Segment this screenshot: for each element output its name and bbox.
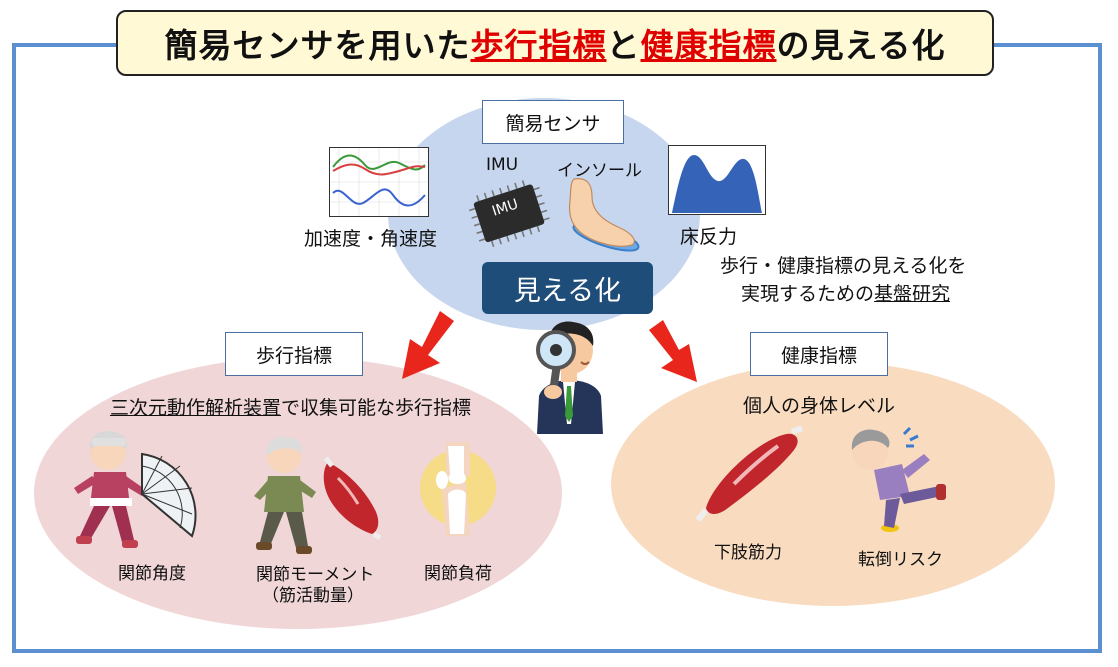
page-title: 簡易センサを用いた歩行指標と健康指標の見える化: [116, 10, 994, 76]
force-graph-icon: [668, 145, 766, 215]
arrow-to-gait-icon: [402, 311, 454, 379]
health-label-box: 健康指標: [750, 332, 888, 376]
foundation-line2: 実現するための基盤研究: [741, 279, 950, 306]
researcher-magnifier-icon: [536, 321, 603, 434]
gait-item-joint-moment-sub: （筋活動量）: [262, 586, 364, 606]
title-part2: と: [606, 26, 641, 65]
health-item-fall-risk: 転倒リスク: [858, 550, 943, 570]
accel-label: 加速度・角速度: [304, 228, 438, 250]
foundation-line1: 歩行・健康指標の見える化を: [720, 255, 967, 277]
force-label: 床反力: [680, 226, 738, 248]
gait-item-joint-angle: 関節角度: [118, 564, 186, 584]
sensor-label-box: 簡易センサ: [482, 100, 624, 144]
insole-label: インソール: [557, 161, 642, 181]
gait-subtitle-rest: で収集可能な歩行指標: [281, 397, 472, 419]
visualize-label: 見える化: [513, 275, 622, 307]
health-label: 健康指標: [780, 344, 857, 367]
health-item-leg-strength: 下肢筋力: [714, 543, 782, 563]
accel-graph-icon: [329, 147, 429, 217]
arrow-to-health-icon: [649, 320, 697, 382]
gait-label: 歩行指標: [255, 344, 332, 367]
title-part3: の見える化: [776, 26, 946, 65]
gait-subtitle-underlined: 三次元動作解析装置: [110, 397, 282, 419]
muscle-large-icon: [695, 425, 804, 522]
health-subtitle: 個人の身体レベル: [743, 395, 896, 417]
foundation-prefix: 実現するための: [741, 283, 875, 305]
foundation-underlined: 基盤研究: [874, 283, 951, 305]
visualize-box: 見える化: [482, 262, 653, 314]
gait-item-joint-moment: 関節モーメント: [256, 565, 375, 585]
gait-subtitle: 三次元動作解析装置で収集可能な歩行指標: [110, 393, 471, 420]
title-part1: 簡易センサを用いた: [164, 26, 471, 65]
muscle-small-icon: [323, 456, 382, 541]
knee-joint-icon: [420, 442, 496, 536]
health-ellipse: [611, 362, 1055, 606]
title-highlight-gait: 歩行指標: [470, 26, 607, 65]
falling-elderly-icon: [851, 426, 946, 532]
protractor-icon: [141, 452, 197, 538]
sensor-label: 簡易センサ: [505, 112, 601, 135]
imu-chip-icon: [468, 180, 550, 247]
insole-foot-icon: [568, 178, 640, 252]
gait-label-box: 歩行指標: [225, 332, 363, 376]
imu-label: IMU: [486, 155, 519, 175]
gait-item-joint-load: 関節負荷: [424, 564, 492, 584]
elderly-walker-woman-icon: [74, 430, 146, 548]
elderly-walker-man-icon: [254, 436, 316, 554]
title-highlight-health: 健康指標: [640, 26, 777, 65]
